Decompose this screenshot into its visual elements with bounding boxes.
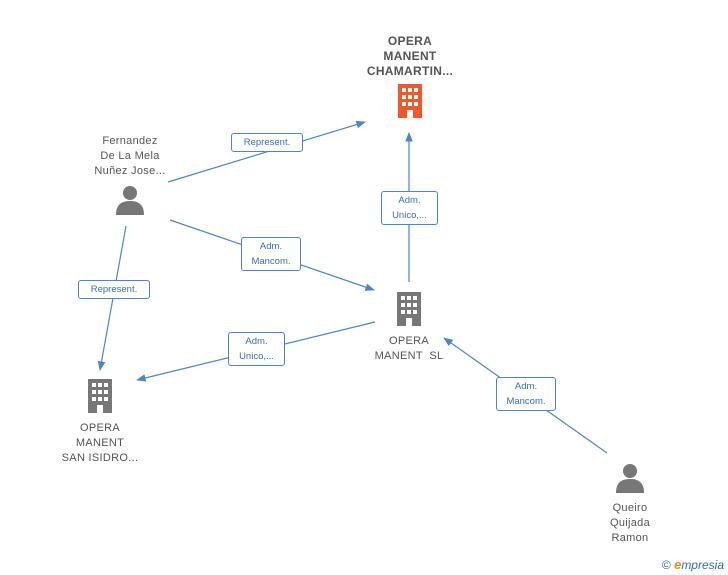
- label-line: Queiro: [612, 502, 648, 514]
- building-icon: [88, 379, 112, 413]
- label-line: Quijada: [609, 517, 650, 529]
- building-icon: [397, 292, 421, 326]
- node-label: Queiro Quijada Ramon: [590, 501, 670, 546]
- label-line: MANENT: [383, 49, 437, 63]
- edge-label-adm-mancom[interactable]: Adm. Mancom.: [241, 237, 301, 271]
- label-line: CHAMARTIN...: [366, 64, 454, 78]
- edge-label-adm-unico[interactable]: Adm. Unico,...: [228, 332, 285, 366]
- edge-label-line: Mancom.: [506, 396, 546, 407]
- label-line: OPERA: [79, 422, 120, 434]
- label-line: SAN ISIDRO...: [61, 452, 139, 464]
- node-label: OPERA MANENT CHAMARTIN...: [350, 34, 470, 79]
- node-opera-manent-chamartin[interactable]: OPERA MANENT CHAMARTIN...: [350, 34, 470, 124]
- edge-label-represent[interactable]: Represent.: [231, 133, 303, 152]
- person-icon: [116, 186, 144, 215]
- edge-label-line: Adm.: [398, 195, 421, 206]
- edge-label-represent[interactable]: Represent.: [78, 280, 150, 299]
- node-opera-manent-san-isidro[interactable]: OPERA MANENT SAN ISIDRO...: [48, 378, 152, 466]
- empresia-brand: © empresia: [662, 557, 724, 572]
- edge-label-line: Mancom.: [251, 256, 291, 267]
- edge-fernandez-chamartin: [167, 120, 366, 183]
- edge-label-line: Adm.: [259, 241, 283, 252]
- edge-label-line: Represent.: [243, 137, 291, 148]
- empresia-logo-initial: e: [674, 557, 682, 572]
- building-icon: [398, 84, 422, 118]
- edge-label-line: Unico,...: [239, 351, 274, 362]
- label-line: MANENT: [75, 437, 125, 449]
- label-line: MANENT SL: [374, 350, 444, 362]
- label-line: De La Mela: [100, 150, 160, 162]
- node-label: OPERA MANENT SL: [359, 334, 459, 364]
- node-label: Fernandez De La Mela Nuñez Jose...: [72, 134, 188, 179]
- node-opera-manent-sl[interactable]: OPERA MANENT SL: [359, 291, 459, 364]
- edge-label-line: Adm.: [245, 336, 268, 347]
- node-queiro-quijada-ramon[interactable]: Queiro Quijada Ramon: [590, 462, 670, 546]
- label-line: OPERA: [387, 34, 433, 48]
- label-line: Nuñez Jose...: [94, 165, 166, 177]
- label-line: OPERA: [388, 335, 429, 347]
- node-fernandez-de-la-mela[interactable]: Fernandez De La Mela Nuñez Jose...: [72, 134, 188, 221]
- copyright-icon: ©: [661, 558, 671, 572]
- edge-label-line: Adm.: [514, 381, 538, 392]
- label-line: Ramon: [611, 532, 649, 544]
- empresia-logo-text: mpresia: [681, 558, 724, 572]
- node-label: OPERA MANENT SAN ISIDRO...: [48, 421, 152, 466]
- edge-label-line: Represent.: [90, 284, 138, 295]
- edge-label-adm-unico[interactable]: Adm. Unico,...: [381, 191, 438, 225]
- edge-label-adm-mancom[interactable]: Adm. Mancom.: [496, 377, 556, 411]
- edge-label-line: Unico,...: [392, 210, 427, 221]
- label-line: Fernandez: [102, 135, 158, 147]
- person-icon: [616, 464, 644, 493]
